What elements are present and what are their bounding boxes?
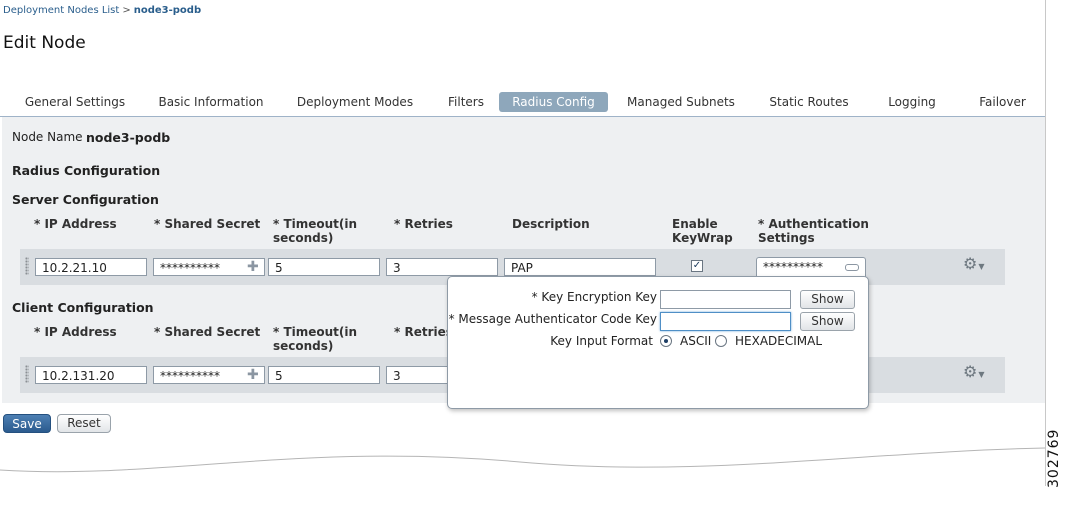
server-timeout-header: * Timeout(in seconds) (273, 217, 358, 245)
radius-configuration-heading: Radius Configuration (12, 163, 161, 178)
torn-edge-decoration (0, 447, 1045, 486)
save-button[interactable]: Save (3, 414, 51, 433)
server-secret-header: * Shared Secret (154, 217, 261, 231)
gear-icon[interactable]: ⚙▼ (963, 254, 985, 273)
hexadecimal-radio[interactable] (715, 335, 727, 347)
client-configuration-heading: Client Configuration (12, 300, 154, 315)
ascii-label: ASCII (680, 334, 712, 348)
tab-general-settings[interactable]: General Settings (13, 92, 137, 112)
key-input-format-label: Key Input Format (550, 334, 653, 348)
plus-icon[interactable]: ✚ (247, 367, 259, 383)
reset-button[interactable]: Reset (57, 414, 111, 433)
tab-radius-config[interactable]: Radius Config (499, 92, 608, 112)
client-secret-value: ********** (160, 369, 220, 383)
drag-handle-icon[interactable] (25, 365, 29, 383)
server-ip-field[interactable]: 10.2.21.10 (35, 258, 147, 276)
node-name-label: Node Name (12, 130, 83, 144)
client-secret-field[interactable]: ********** ✚ (153, 366, 265, 384)
key-encryption-key-label: * Key Encryption Key (531, 290, 657, 304)
show-key-encryption-button[interactable]: Show (800, 290, 855, 309)
server-configuration-heading: Server Configuration (12, 192, 159, 207)
server-description-header: Description (512, 217, 590, 231)
authentication-settings-popup: * Key Encryption Key Show * Message Auth… (447, 276, 869, 409)
client-timeout-header: * Timeout(in seconds) (273, 325, 358, 353)
client-secret-header: * Shared Secret (154, 325, 261, 339)
dropdown-arrow-icon: ▼ (978, 262, 985, 271)
breadcrumb-parent-link[interactable]: Deployment Nodes List (3, 5, 120, 16)
auth-settings-field[interactable]: ********** (756, 257, 866, 277)
server-secret-field[interactable]: ********** ✚ (153, 258, 265, 276)
breadcrumb-separator: > (122, 5, 131, 16)
tab-static-routes[interactable]: Static Routes (754, 92, 864, 112)
tab-failover[interactable]: Failover (960, 92, 1045, 112)
page-title: Edit Node (3, 33, 86, 53)
edit-node-window: Deployment Nodes List>node3-podb Edit No… (0, 0, 1046, 486)
dropdown-arrow-icon: ▼ (978, 370, 985, 379)
server-timeout-field[interactable]: 5 (268, 258, 380, 276)
breadcrumb: Deployment Nodes List>node3-podb (3, 5, 201, 16)
client-retries-header: * Retries (394, 325, 453, 339)
server-retries-header: * Retries (394, 217, 453, 231)
tab-bar: General Settings Basic Information Deplo… (0, 90, 1045, 117)
show-mac-key-button[interactable]: Show (800, 312, 855, 331)
tab-filters[interactable]: Filters (433, 92, 499, 112)
server-keywrap-header: Enable KeyWrap (672, 217, 733, 245)
client-timeout-field[interactable]: 5 (268, 366, 380, 384)
plus-icon[interactable]: ✚ (247, 259, 259, 275)
keywrap-checkbox[interactable]: ✓ (691, 260, 703, 272)
hexadecimal-label: HEXADECIMAL (735, 334, 823, 348)
server-retries-field[interactable]: 3 (386, 258, 498, 276)
server-secret-value: ********** (160, 261, 220, 275)
key-encryption-key-input[interactable] (660, 290, 791, 309)
node-name-value: node3-podb (86, 130, 171, 145)
mac-key-label: * Message Authenticator Code Key (448, 312, 657, 326)
ascii-radio[interactable] (660, 335, 672, 347)
drag-handle-icon[interactable] (25, 257, 29, 275)
server-ip-header: * IP Address (34, 217, 117, 231)
tab-managed-subnets[interactable]: Managed Subnets (616, 92, 746, 112)
client-ip-field[interactable]: 10.2.131.20 (35, 366, 147, 384)
server-auth-header: * Authentication Settings (758, 217, 869, 245)
gear-icon[interactable]: ⚙▼ (963, 362, 985, 381)
breadcrumb-current: node3-podb (133, 5, 202, 16)
server-description-field[interactable]: PAP (504, 258, 656, 276)
client-ip-header: * IP Address (34, 325, 117, 339)
tab-deployment-modes[interactable]: Deployment Modes (285, 92, 425, 112)
minus-icon[interactable] (845, 264, 859, 271)
figure-number: 302769 (1046, 428, 1062, 488)
tab-logging[interactable]: Logging (872, 92, 952, 112)
mac-key-input[interactable] (660, 312, 791, 331)
tab-basic-information[interactable]: Basic Information (145, 92, 277, 112)
auth-settings-value: ********** (763, 260, 823, 274)
